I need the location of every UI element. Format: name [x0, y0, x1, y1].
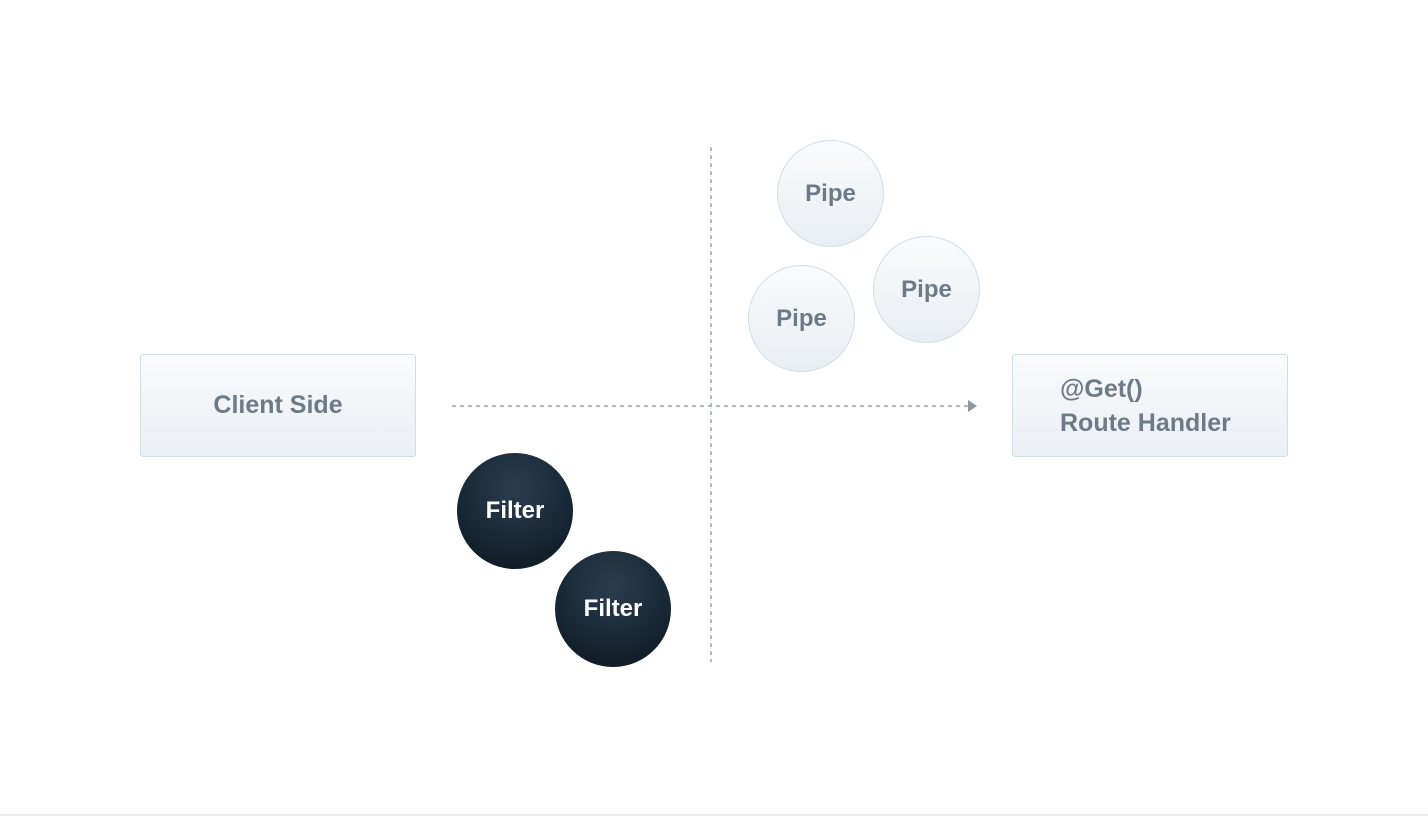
pipe-node-top: Pipe [777, 140, 884, 247]
route-handler-box: @Get() Route Handler [1012, 354, 1288, 457]
get-decorator-label: @Get() [1060, 374, 1143, 403]
client-side-box: Client Side [140, 354, 416, 457]
pipe-label: Pipe [901, 275, 952, 303]
filter-label: Filter [583, 595, 643, 622]
route-handler-label: Route Handler [1060, 408, 1231, 437]
pipe-label: Pipe [805, 179, 856, 207]
pipe-node-right: Pipe [873, 236, 980, 343]
bottom-divider [0, 814, 1428, 816]
filter-label: Filter [485, 497, 545, 524]
arrow-head-icon [968, 400, 977, 412]
pipe-label: Pipe [776, 304, 827, 332]
filter-node-upper: Filter [457, 453, 573, 569]
client-side-label: Client Side [213, 391, 343, 419]
filter-node-lower: Filter [555, 551, 671, 667]
pipe-node-left: Pipe [748, 265, 855, 372]
